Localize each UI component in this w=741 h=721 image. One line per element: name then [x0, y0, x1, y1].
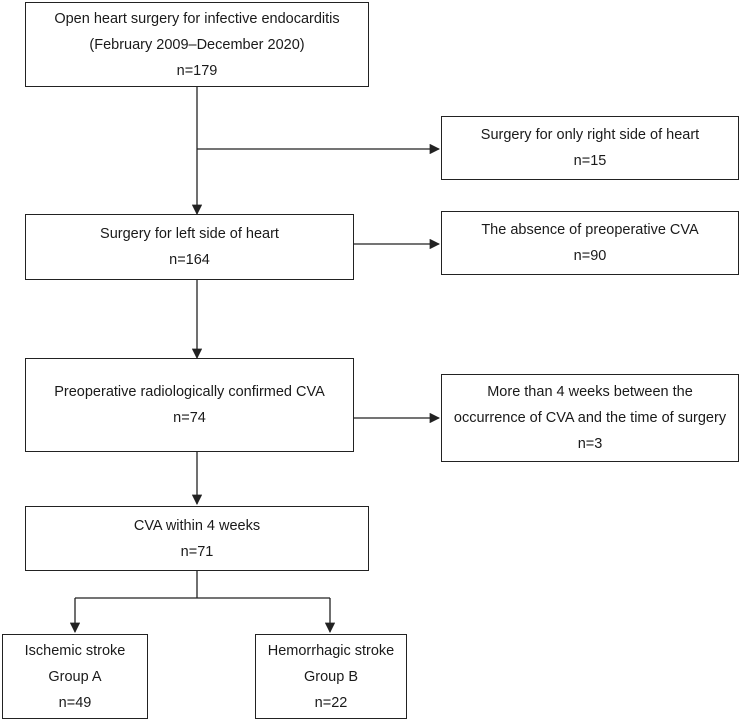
node-within-4-weeks-count: n=71: [180, 543, 214, 560]
node-over-4-weeks-line1: More than 4 weeks between the: [487, 384, 693, 400]
node-cva-within-4-weeks: CVA within 4 weeks n=71: [25, 506, 369, 571]
node-hemorrhagic-count: n=22: [314, 694, 348, 711]
node-initial-period: (February 2009–December 2020): [89, 36, 305, 53]
node-within-4-weeks-title: CVA within 4 weeks: [133, 517, 261, 534]
node-right-side-count: n=15: [573, 153, 607, 169]
node-no-cva-title: The absence of preoperative CVA: [481, 222, 699, 238]
node-confirmed-cva-title: Preoperative radiologically confirmed CV…: [54, 384, 325, 400]
node-hemorrhagic-group: Group B: [304, 668, 358, 685]
node-right-side-surgery: Surgery for only right side of heart n=1…: [441, 116, 739, 180]
node-left-side-title: Surgery for left side of heart: [100, 226, 279, 242]
node-ischemic-title: Ischemic stroke: [24, 642, 126, 659]
node-confirmed-cva: Preoperative radiologically confirmed CV…: [25, 358, 354, 452]
node-no-preoperative-cva: The absence of preoperative CVA n=90: [441, 211, 739, 275]
node-confirmed-cva-count: n=74: [173, 410, 206, 426]
node-no-cva-count: n=90: [573, 248, 607, 264]
edge-within-4-weeks-split: [75, 571, 330, 599]
node-ischemic-stroke: Ischemic stroke Group A n=49: [2, 634, 148, 719]
node-right-side-title: Surgery for only right side of heart: [480, 127, 700, 143]
node-over-4-weeks-line2: occurrence of CVA and the time of surger…: [453, 410, 727, 426]
node-left-side-count: n=164: [169, 252, 210, 268]
node-initial-count: n=179: [176, 62, 218, 79]
node-ischemic-group: Group A: [48, 668, 102, 685]
node-initial-title: Open heart surgery for infective endocar…: [54, 10, 340, 27]
node-over-4-weeks-count: n=3: [577, 436, 603, 452]
node-more-than-4-weeks: More than 4 weeks between the occurrence…: [441, 374, 739, 462]
node-hemorrhagic-stroke: Hemorrhagic stroke Group B n=22: [255, 634, 407, 719]
node-initial-surgery: Open heart surgery for infective endocar…: [25, 2, 369, 87]
node-ischemic-count: n=49: [58, 694, 92, 711]
node-hemorrhagic-title: Hemorrhagic stroke: [267, 642, 395, 659]
node-left-side-surgery: Surgery for left side of heart n=164: [25, 214, 354, 280]
